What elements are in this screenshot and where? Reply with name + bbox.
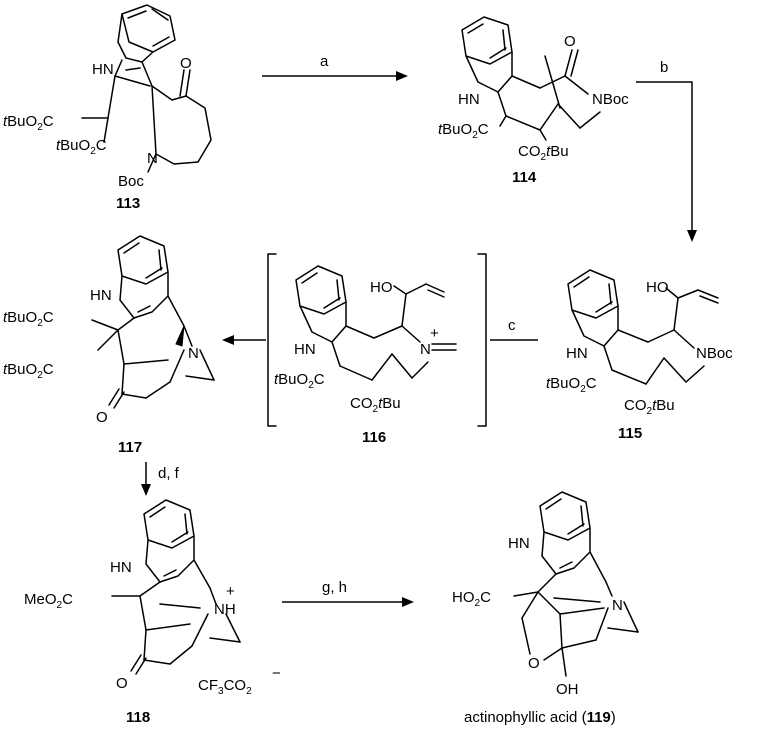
c118-compound-number: 118 xyxy=(126,709,150,726)
c117-nh-label: HN xyxy=(90,287,112,304)
c116-compound-number: 116 xyxy=(362,429,386,446)
c115-nboc-label: NBoc xyxy=(696,345,733,362)
arrow-df: d, f xyxy=(141,462,180,496)
c115-nh-label: HN xyxy=(566,345,588,362)
c114-o-label: O xyxy=(564,33,576,50)
c115-compound-number: 115 xyxy=(618,425,642,442)
c113-boc-label: Boc xyxy=(118,173,144,190)
c114-ester2-label: CO2tBu xyxy=(518,143,569,163)
compound-119: HN N O OH HO2C actinophyllic acid (119) xyxy=(452,491,639,726)
c116-ester2-label: CO2tBu xyxy=(350,395,401,415)
c118-ester-label: MeO2C xyxy=(24,591,73,611)
c116-ester1-label: tBuO2C xyxy=(274,371,325,391)
c113-nh-label: HN xyxy=(92,61,114,78)
c119-acid-label: HO2C xyxy=(452,589,491,609)
c114-nh-label: HN xyxy=(458,91,480,108)
c119-compound-number: 119 xyxy=(587,709,611,726)
c117-o-label: O xyxy=(96,409,108,426)
c118-charge-label: + xyxy=(226,583,235,600)
c119-name-label: actinophyllic acid (119) xyxy=(464,709,616,726)
compound-118: HN NH + O MeO2C CF3CO2 − 118 xyxy=(24,499,281,726)
c119-oh-label: OH xyxy=(556,681,579,698)
c118-nh2-label: NH xyxy=(214,601,236,618)
arrow-c: c xyxy=(490,317,538,341)
c117-compound-number: 117 xyxy=(118,439,142,456)
reagent-b-label: b xyxy=(660,59,668,76)
arrow-a: a xyxy=(262,53,408,81)
c114-ester1-label: tBuO2C xyxy=(438,121,489,141)
c118-o-label: O xyxy=(116,675,128,692)
c119-n-label: N xyxy=(612,597,623,614)
intermediate-brackets xyxy=(267,253,487,427)
c118-counterion-label: CF3CO2 xyxy=(198,677,252,697)
c116-n-label: N xyxy=(420,341,431,358)
c113-ester2-label: tBuO2C xyxy=(56,137,107,157)
c115-ho-label: HO xyxy=(646,279,669,296)
c119-name: actinophyllic acid xyxy=(464,709,577,726)
c113-ester1-label: tBuO2C xyxy=(3,113,54,133)
compound-117: HN N O tBuO2C tBuO2C 117 xyxy=(3,235,215,456)
c117-ester1-label: tBuO2C xyxy=(3,309,54,329)
reagent-gh-label: g, h xyxy=(322,579,347,596)
compound-116: HO HN N + tBuO2C CO2tBu 116 xyxy=(274,265,457,446)
c118-nh-label: HN xyxy=(110,559,132,576)
c115-ester1-label: tBuO2C xyxy=(546,375,597,395)
reagent-a-label: a xyxy=(320,53,329,70)
reagent-df-label: d, f xyxy=(158,465,180,482)
c117-ester2-label: tBuO2C xyxy=(3,361,54,381)
c119-o-label: O xyxy=(528,655,540,672)
c116-nh-label: HN xyxy=(294,341,316,358)
c119-nh-label: HN xyxy=(508,535,530,552)
c117-n-label: N xyxy=(188,345,199,362)
c113-o-label: O xyxy=(180,55,192,72)
c113-compound-number: 113 xyxy=(116,195,140,212)
c115-ester2-label: CO2tBu xyxy=(624,397,675,417)
c116-charge-label: + xyxy=(430,325,439,342)
arrow-gh: g, h xyxy=(282,579,414,607)
arrow-to-117 xyxy=(222,335,266,345)
compound-114: O HN NBoc tBuO2C CO2tBu 114 xyxy=(438,16,629,186)
arrow-b: b xyxy=(636,59,697,242)
c113-n-label: N xyxy=(147,150,158,167)
c114-nboc-label: NBoc xyxy=(592,91,629,108)
compound-113: HN O N Boc tBuO2C tBuO2C 113 xyxy=(3,4,212,212)
c118-counter-charge-label: − xyxy=(272,665,281,682)
compound-115: HO HN NBoc tBuO2C CO2tBu 115 xyxy=(546,269,733,442)
c116-ho-label: HO xyxy=(370,279,393,296)
reagent-c-label: c xyxy=(508,317,516,334)
c114-compound-number: 114 xyxy=(512,169,537,186)
